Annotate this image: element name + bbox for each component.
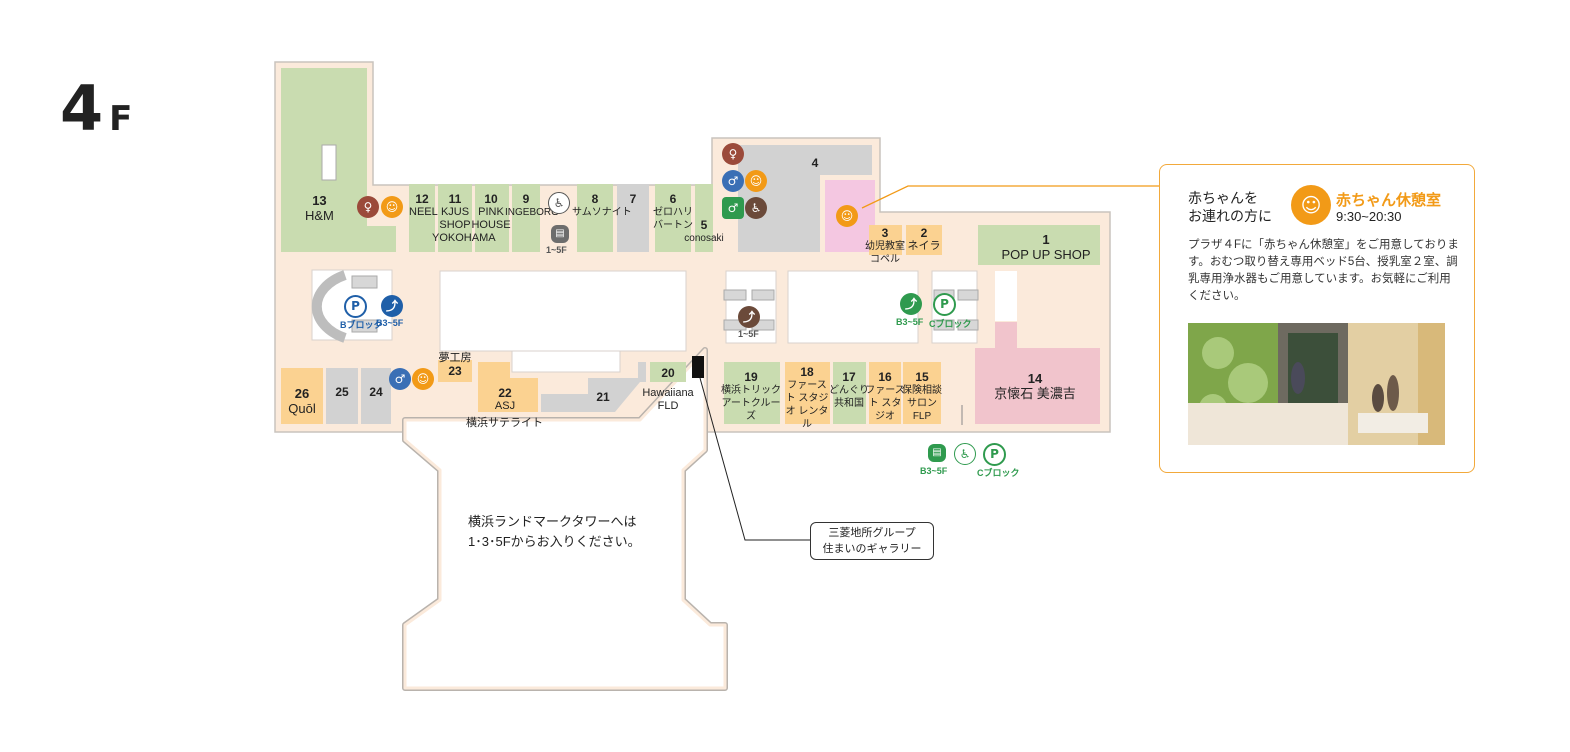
floor-number: 4 — [60, 72, 104, 145]
escalator-floors-label: 1~5F — [738, 329, 759, 339]
shop-23-area — [438, 360, 472, 382]
atrium-void-1 — [439, 270, 687, 352]
shop-14-area — [975, 348, 1100, 424]
shop-26-area — [281, 368, 323, 424]
parking-c-block-label: Cブロック — [977, 468, 1020, 478]
shop-19-area — [724, 362, 780, 424]
shop-13-area — [281, 68, 396, 252]
shop-24-area — [361, 368, 391, 424]
yokohama-satellite-label[interactable]: 横浜サテライト — [466, 417, 543, 429]
shop-18-area — [785, 362, 830, 424]
info-description: プラザ４Fに「赤ちゃん休憩室」をご用意しております。おむつ取り替え専用ベッド5台… — [1188, 239, 1459, 302]
escalator-floors-label: B3~5F — [896, 317, 924, 327]
shop-15-area — [903, 362, 941, 424]
gallery-callout[interactable]: 三菱地所グループ 住まいのギャラリー — [810, 522, 934, 560]
shop-4-label[interactable]: 4 — [811, 156, 819, 170]
shop-24-label[interactable]: 24 — [369, 385, 383, 399]
mens-restroom-icon: ♂ — [722, 170, 744, 192]
womens-restroom-icon: ♀ — [357, 196, 379, 218]
elevator-icon: ▤ — [551, 225, 569, 243]
parking-c-icon: P — [983, 443, 1006, 466]
shop-10-area — [475, 184, 509, 252]
elevator-floors-label: 1~5F — [546, 245, 567, 255]
baby-care-icon: ☺ — [745, 170, 767, 192]
parking-b-block-label: Bブロック — [340, 320, 383, 330]
shop-11-area — [438, 184, 472, 252]
shop-25-label[interactable]: 25 — [335, 385, 349, 399]
shop-1-area — [978, 225, 1100, 265]
accessible-restroom-icon: ♿ — [548, 192, 570, 214]
shop-17-area — [833, 362, 866, 424]
baby-room-icon: ☺ — [1291, 185, 1331, 225]
baby-room-icon[interactable]: ☺ — [836, 205, 858, 227]
info-lead: 赤ちゃんを お連れの方に — [1188, 190, 1272, 224]
baby-care-icon: ☺ — [381, 196, 403, 218]
elevator-icon: ▤ — [928, 444, 946, 462]
baby-room-leader — [861, 185, 1160, 209]
parking-b-icon: P — [344, 295, 367, 318]
baby-care-icon: ☺ — [412, 368, 434, 390]
shop-25-area — [326, 368, 358, 424]
shop-21-label[interactable]: 21 — [596, 390, 610, 404]
shop-12-area — [409, 184, 435, 252]
escalator-icon: ⤴ — [381, 295, 403, 317]
escalator-icon: ⤴ — [738, 306, 760, 328]
baby-room-info-panel: 赤ちゃんを お連れの方に ☺ 赤ちゃん休憩室 9:30~20:30 プラザ４Fに… — [1159, 164, 1475, 473]
gallery-leader — [699, 377, 810, 541]
info-title: 赤ちゃん休憩室 — [1336, 192, 1442, 209]
shop-3-area — [869, 225, 902, 255]
multipurpose-toilet-icon: ♂ — [722, 197, 744, 219]
shop-7-label[interactable]: 7 — [629, 192, 637, 206]
shop-7-area — [617, 184, 649, 252]
parking-c-block-label: Cブロック — [929, 319, 972, 329]
accessible-restroom-icon: ♿ — [745, 197, 767, 219]
info-hours: 9:30~20:30 — [1336, 209, 1402, 224]
escalator-floors-label: B3~5F — [376, 318, 404, 328]
shop-20-area — [650, 362, 686, 382]
baby-room-photo — [1188, 323, 1445, 445]
shop-5-area — [695, 184, 713, 252]
accessible-restroom-icon: ♿ — [954, 443, 976, 465]
shop-16-area — [869, 362, 901, 424]
parking-c-icon: P — [933, 293, 956, 316]
shop-22-area — [478, 362, 538, 412]
shop-9-area — [512, 184, 540, 252]
shop-8-area — [577, 184, 613, 252]
shop-20-number[interactable]: 20 — [661, 366, 675, 380]
elevator-floors-label: B3~5F — [920, 466, 948, 476]
floor-unit: F — [109, 99, 133, 139]
shop-20-name: Hawaiiana FLD — [642, 387, 694, 412]
tower-entry-note: 横浜ランドマークタワーへは 1･3･5Fからお入りください。 — [468, 514, 641, 549]
escalator-icon: ⤴ — [900, 293, 922, 315]
shop-2-area — [906, 225, 942, 255]
womens-restroom-icon: ♀ — [722, 143, 744, 165]
shop-21-area — [541, 362, 646, 412]
mens-restroom-icon: ♂ — [389, 368, 411, 390]
atrium-void-2 — [787, 270, 919, 344]
gallery-marker — [692, 356, 704, 378]
shop-6-area — [655, 184, 691, 252]
